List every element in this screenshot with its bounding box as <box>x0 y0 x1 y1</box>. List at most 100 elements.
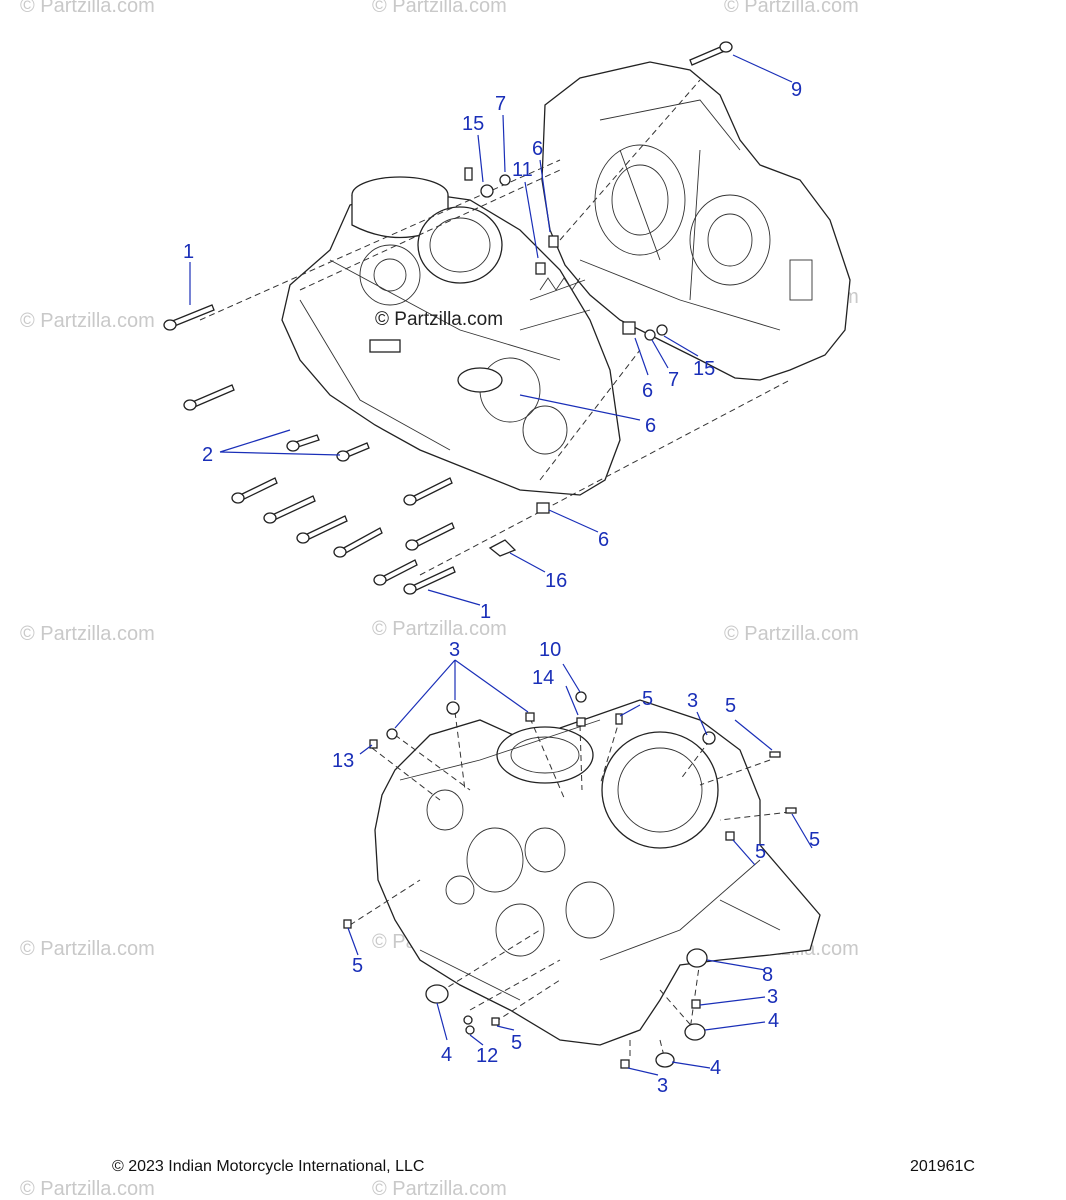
casting-ribs <box>399 719 781 1001</box>
alignment-line <box>559 79 701 241</box>
bolt-head <box>333 546 347 558</box>
dowel-sleeve <box>536 502 550 514</box>
upper-callouts: 1 2 15 7 11 6 9 6 7 15 6 6 16 1 <box>183 54 802 623</box>
leader-line <box>627 1067 659 1076</box>
watermark: © Partzilla.com <box>20 310 155 332</box>
alignment-line <box>349 879 421 926</box>
leader-line <box>219 429 341 456</box>
dowel-sleeve <box>548 235 559 248</box>
leader-line <box>651 339 669 369</box>
leader-line <box>663 335 699 357</box>
dowel-pin <box>491 1017 500 1026</box>
plug <box>446 701 460 715</box>
long-bolt <box>169 304 215 328</box>
dowel-pin <box>615 713 623 725</box>
callout-8: 8 <box>762 964 773 986</box>
crankcase-bolts <box>163 41 733 595</box>
bolt-head <box>296 532 310 544</box>
callout-6: 6 <box>532 138 543 160</box>
plug <box>465 1025 475 1035</box>
callout-7: 7 <box>495 93 506 115</box>
callout-13: 13 <box>332 750 354 772</box>
watermark: © Partzilla.com <box>20 938 155 960</box>
alignment-line <box>659 1039 666 1061</box>
bolt <box>302 515 348 542</box>
bracket <box>488 539 517 557</box>
plug <box>576 717 586 727</box>
bolt <box>269 495 316 522</box>
leader-line <box>671 1061 711 1069</box>
dowel-pin <box>769 751 781 758</box>
lower-crankcase-assembly <box>343 691 821 1069</box>
piston-front-crown <box>429 217 491 273</box>
bolt-head <box>403 583 417 595</box>
long-bolt <box>409 566 456 593</box>
bearing-bore <box>466 827 524 893</box>
plug <box>691 999 701 1009</box>
upper-crankcase-assembly: © Partzilla.com <box>163 41 851 595</box>
cylinder-bore-inner <box>617 747 703 833</box>
alignment-line <box>394 734 471 791</box>
bolt-head <box>183 399 197 411</box>
plug-large <box>684 1023 706 1041</box>
alignment-line <box>659 989 696 1031</box>
casting-ribs <box>579 99 781 331</box>
dowel-pin <box>464 167 473 181</box>
leader-line <box>347 927 359 956</box>
diagram-code: 201961C <box>910 1158 975 1175</box>
plug <box>575 691 587 703</box>
leader-line <box>539 159 551 233</box>
plug-large <box>425 984 449 1004</box>
copyright-text: © 2023 Indian Motorcycle International, … <box>112 1158 425 1175</box>
leader-line <box>469 1034 484 1046</box>
dowel-sleeve <box>622 321 636 335</box>
bearing-bore-inner <box>611 164 669 236</box>
washer <box>656 324 668 336</box>
output-bore <box>522 405 568 455</box>
watermark: © Partzilla.com <box>724 623 859 645</box>
center-watermark: © Partzilla.com <box>375 309 503 330</box>
callout-10: 10 <box>539 639 561 661</box>
bolt-head <box>263 512 277 524</box>
alignment-line <box>579 724 583 791</box>
bearing-bore <box>445 875 475 905</box>
bearing-bore <box>426 789 464 831</box>
watermark: © Partzilla.com <box>372 618 507 640</box>
callout-3: 3 <box>449 639 460 661</box>
alignment-line <box>529 717 566 801</box>
plug <box>525 712 535 722</box>
leader-line <box>394 659 529 729</box>
plug <box>463 1015 473 1025</box>
plug <box>499 174 511 186</box>
leader-line <box>548 509 599 533</box>
dowel <box>369 739 378 749</box>
callout-15: 15 <box>462 113 484 135</box>
bearing-bore <box>689 194 771 286</box>
watermark: © Partzilla.com <box>20 623 155 645</box>
callout-4: 4 <box>441 1044 452 1066</box>
leader-line <box>562 663 581 693</box>
bolt-head <box>336 450 350 462</box>
dowel-pin <box>343 919 352 929</box>
bolt-head <box>373 574 387 586</box>
crank-bore-inner <box>373 258 407 292</box>
leader-line <box>734 719 773 751</box>
alignment-line <box>679 739 711 781</box>
bolt-head <box>405 539 419 551</box>
crank-bore <box>359 244 421 306</box>
callout-11: 11 <box>512 159 533 181</box>
output-shaft <box>457 367 503 393</box>
leader-line <box>704 1021 766 1031</box>
cylinder-bore <box>496 726 594 784</box>
leader-line <box>706 959 766 971</box>
gear-set <box>519 277 591 331</box>
plug <box>644 329 656 341</box>
alignment-line <box>699 759 771 786</box>
leader-line <box>524 181 539 259</box>
leader-line <box>565 685 579 716</box>
callout-4: 4 <box>710 1057 721 1079</box>
bearing-bore <box>565 881 615 939</box>
alignment-line <box>599 717 621 786</box>
leader-line <box>496 1025 515 1031</box>
